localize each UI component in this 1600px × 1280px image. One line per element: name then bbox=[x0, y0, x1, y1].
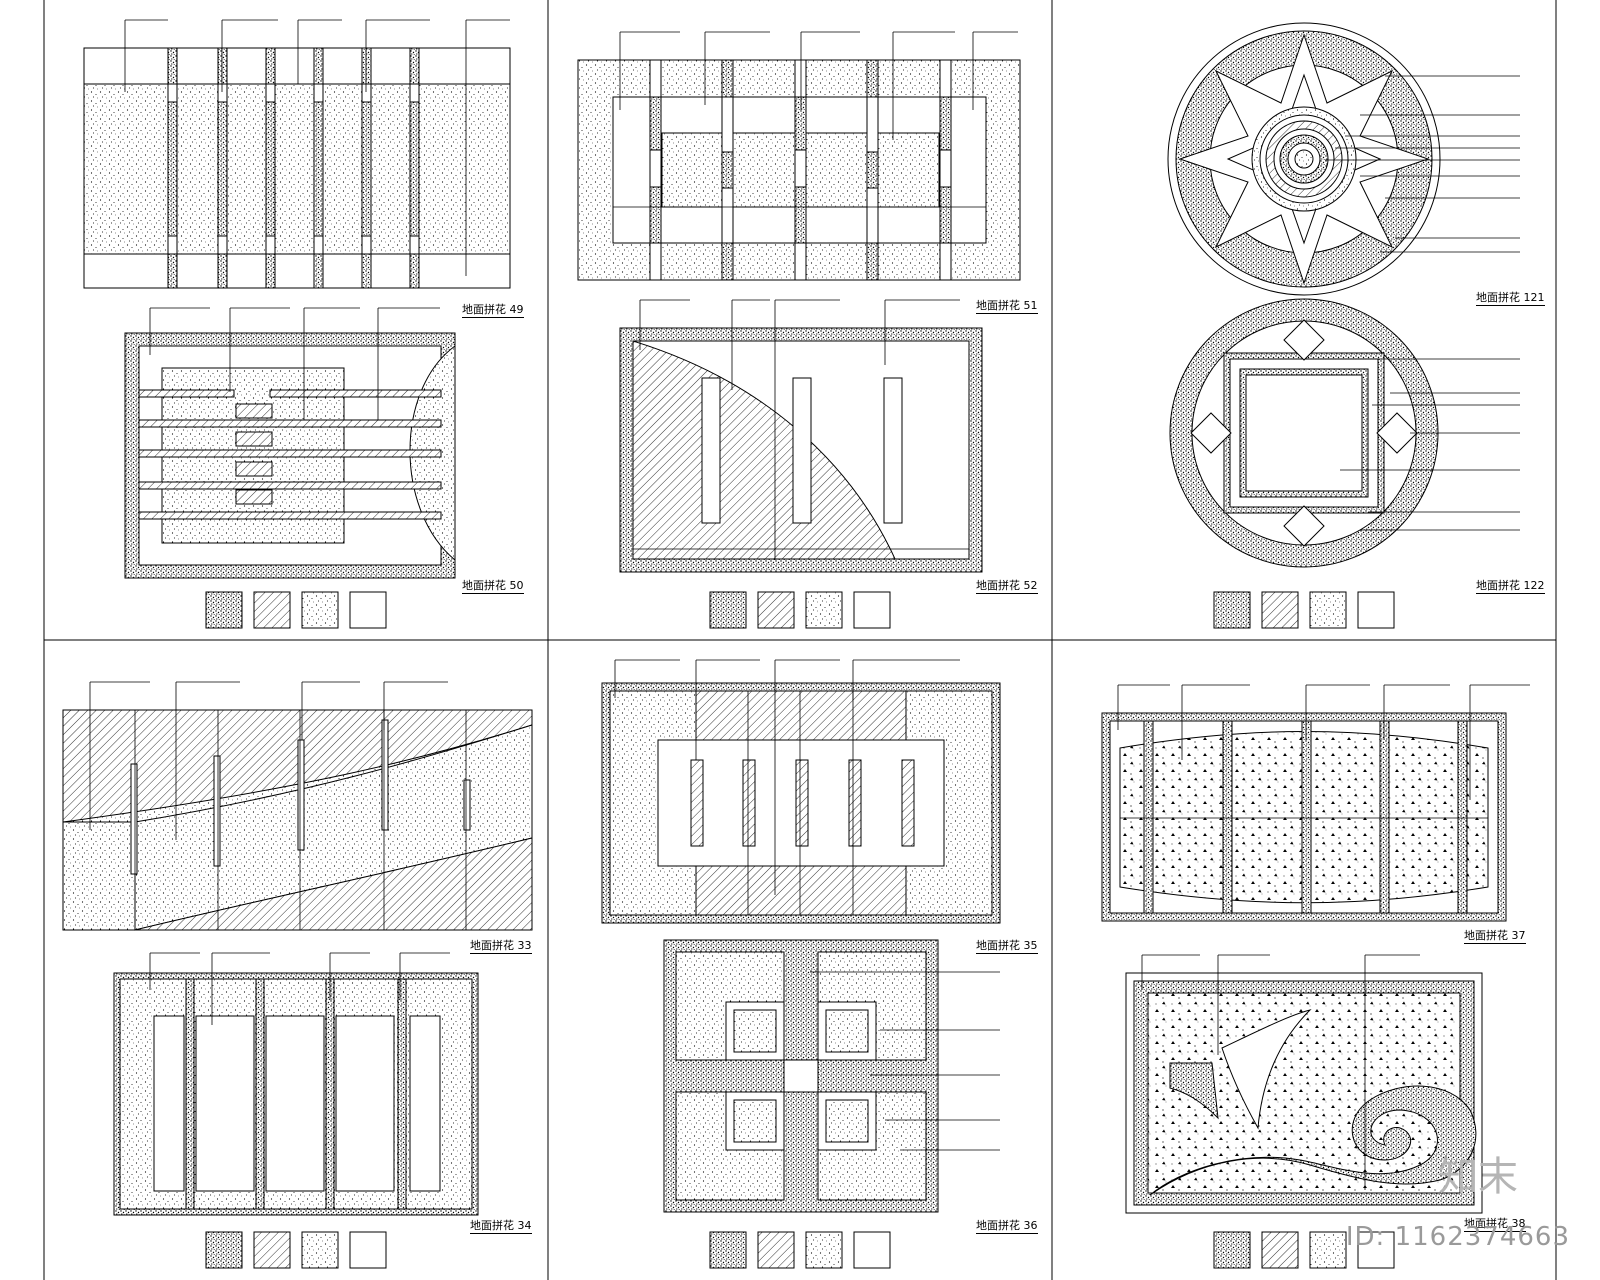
pattern-50 bbox=[124, 307, 456, 629]
title-34: 地面拼花 34 bbox=[470, 1219, 532, 1234]
sheet-grid bbox=[43, 0, 1557, 1280]
title-35: 地面拼花 35 bbox=[976, 939, 1038, 954]
pattern-51 bbox=[577, 31, 1021, 281]
pattern-33 bbox=[62, 681, 533, 931]
title-37: 地面拼花 37 bbox=[1464, 929, 1526, 944]
legend-swatches bbox=[1213, 591, 1395, 629]
pattern-34 bbox=[113, 952, 479, 1269]
pattern-38 bbox=[1125, 954, 1483, 1269]
title-52: 地面拼花 52 bbox=[976, 579, 1038, 594]
pattern-122 bbox=[1169, 298, 1520, 629]
title-50: 地面拼花 50 bbox=[462, 579, 524, 594]
title-122: 地面拼花 122 bbox=[1476, 579, 1545, 594]
legend-swatches bbox=[205, 1231, 387, 1269]
pattern-37 bbox=[1101, 684, 1530, 922]
pattern-35 bbox=[601, 659, 1001, 924]
watermark-logo: 知末 bbox=[1438, 1154, 1518, 1200]
pattern-49 bbox=[83, 19, 511, 289]
title-49: 地面拼花 49 bbox=[462, 303, 524, 318]
title-33: 地面拼花 33 bbox=[470, 939, 532, 954]
title-38: 地面拼花 38 bbox=[1464, 1217, 1526, 1232]
legend-swatches bbox=[709, 591, 891, 629]
legend-swatches bbox=[205, 591, 387, 629]
pattern-52 bbox=[619, 299, 983, 629]
legend-swatches bbox=[1213, 1231, 1395, 1269]
title-51: 地面拼花 51 bbox=[976, 299, 1038, 314]
legend-swatches bbox=[709, 1231, 891, 1269]
pattern-36 bbox=[663, 939, 1000, 1269]
title-36: 地面拼花 36 bbox=[976, 1219, 1038, 1234]
title-121: 地面拼花 121 bbox=[1476, 291, 1545, 306]
watermark-id: ID: 1162374663 bbox=[1345, 1222, 1570, 1252]
pattern-121 bbox=[1167, 22, 1520, 296]
